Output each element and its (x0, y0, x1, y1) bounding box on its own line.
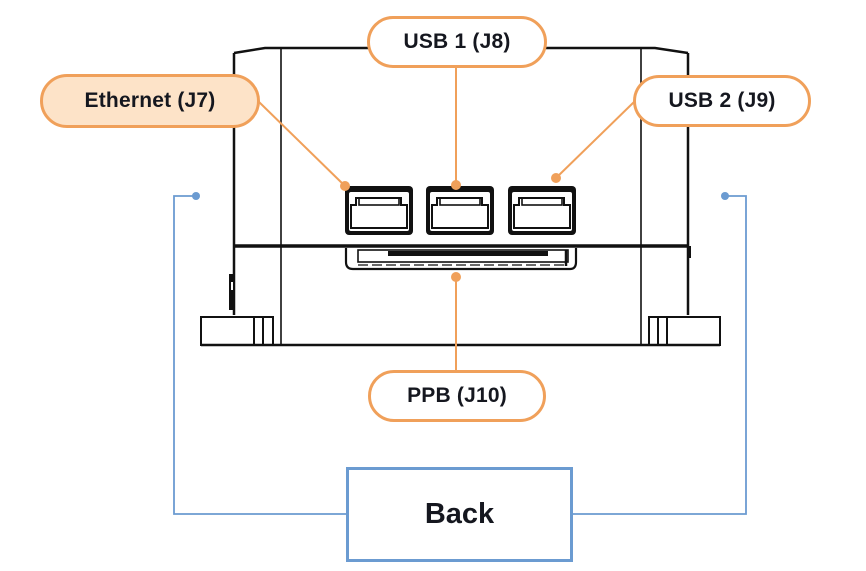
leader-lines (257, 66, 635, 372)
leader-dot-usb2 (551, 173, 561, 183)
view-label-box: Back (346, 467, 573, 562)
view-label-text: Back (424, 498, 495, 530)
leader-dot-usb1 (451, 180, 461, 190)
label-ppb: PPB (J10) (368, 370, 546, 422)
foot-left (200, 316, 274, 346)
side-latch-left (229, 274, 235, 310)
port-2 (426, 186, 494, 235)
view-connector (173, 195, 747, 515)
leader-usb2 (555, 101, 635, 179)
view-dot-left (192, 192, 200, 200)
label-ppb-text: PPB (J10) (407, 384, 507, 407)
label-usb1-text: USB 1 (J8) (403, 30, 511, 53)
foot-right (648, 316, 721, 346)
leader-dot-ppb (451, 272, 461, 282)
leader-ethernet (257, 100, 346, 187)
edge-connector (344, 248, 578, 271)
leader-dot-ethernet (340, 181, 350, 191)
port-3 (508, 186, 576, 235)
label-ethernet: Ethernet (J7) (40, 74, 260, 128)
port-1 (345, 186, 413, 235)
label-ethernet-text: Ethernet (J7) (84, 89, 216, 112)
view-dot-right (721, 192, 729, 200)
side-latch-right (688, 246, 691, 258)
label-usb2: USB 2 (J9) (633, 75, 811, 127)
label-usb1: USB 1 (J8) (367, 16, 547, 68)
label-usb2-text: USB 2 (J9) (668, 89, 776, 112)
